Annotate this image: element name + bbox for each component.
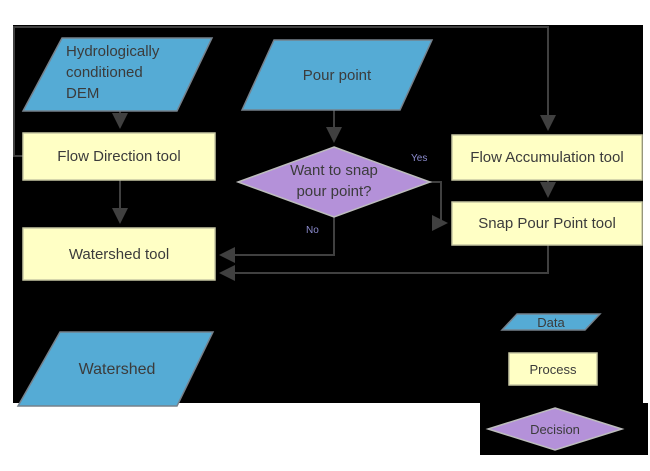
node-watershed-parallelogram — [16, 331, 215, 407]
node-flow-accumulation-rect — [451, 134, 643, 181]
connector-decision-no-to-watershed-tool — [219, 217, 335, 263]
legend-process-rect — [508, 352, 598, 386]
legend-decision-diamond — [485, 407, 625, 451]
connector-decision-yes-to-snap-pour-point — [430, 181, 448, 231]
node-decision-diamond — [235, 146, 433, 218]
node-watershed-tool-rect — [22, 227, 216, 281]
connector-snap-pour-point-to-watershed-tool — [219, 245, 549, 281]
node-dem-parallelogram — [21, 37, 214, 112]
node-snap-pour-point-rect — [451, 201, 643, 246]
connector-flow-direction-to-flow-accumulation — [13, 26, 556, 157]
legend-data-parallelogram — [500, 313, 602, 331]
node-flow-direction-rect — [22, 132, 216, 181]
node-pour-point-parallelogram — [240, 39, 434, 111]
